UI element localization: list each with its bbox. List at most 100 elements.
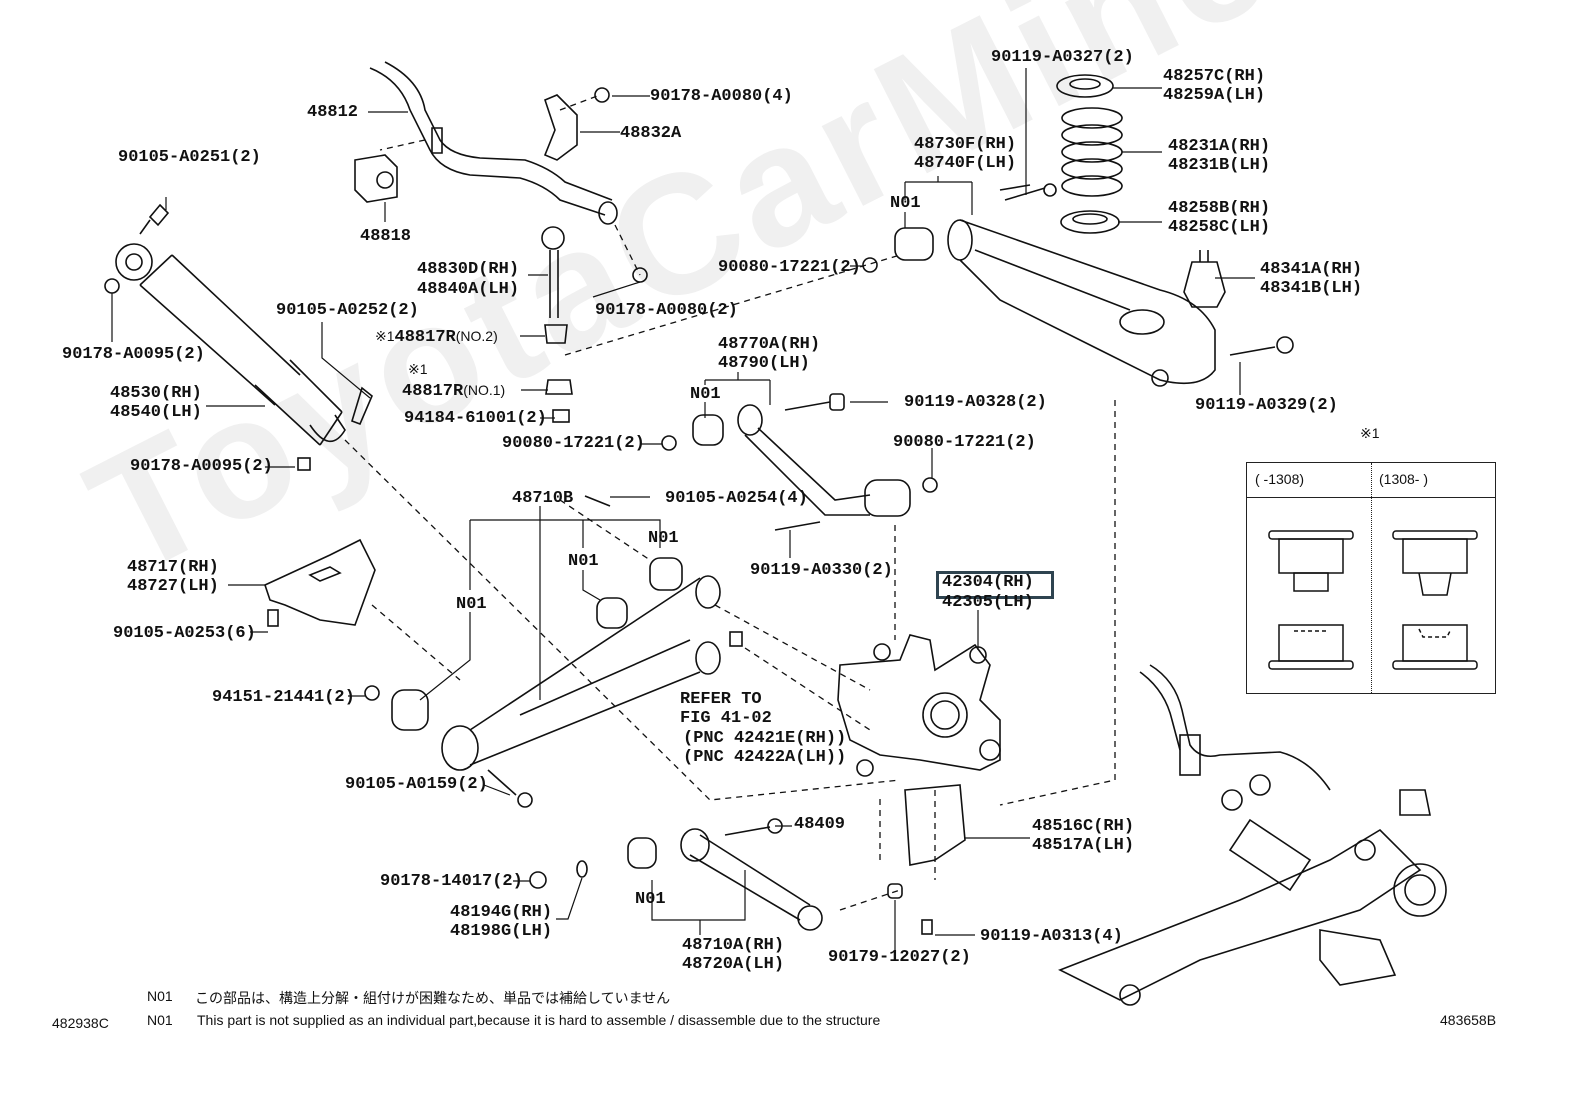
part-label-48727[interactable]: 48727(LH) bbox=[127, 577, 219, 596]
part-label-48710B[interactable]: 48710B bbox=[512, 489, 574, 508]
part-label-48231A[interactable]: 48231A(RH) bbox=[1168, 137, 1271, 156]
part-label-42305[interactable]: 42305(LH) bbox=[942, 593, 1034, 612]
note-en-text: This part is not supplied as an individu… bbox=[197, 1012, 881, 1028]
part-label-48818[interactable]: 48818 bbox=[360, 227, 412, 246]
bushing-old-lower bbox=[1268, 624, 1354, 670]
part-label-90080-17221-mid[interactable]: 90080-17221(2) bbox=[502, 434, 645, 453]
part-label-90119-A0329[interactable]: 90119-A0329(2) bbox=[1195, 396, 1338, 415]
assembly-guide-lines bbox=[344, 94, 1116, 911]
inset-column-divider bbox=[1371, 463, 1372, 693]
part-label-48194G[interactable]: 48194G(RH) bbox=[450, 903, 553, 922]
knuckle-drawing bbox=[837, 634, 1001, 777]
part-label-48258B[interactable]: 48258B(RH) bbox=[1168, 199, 1271, 218]
bushing-new-lower bbox=[1392, 624, 1478, 670]
stabilizer-bar-drawing bbox=[354, 61, 648, 423]
part-variant: (NO.2) bbox=[455, 328, 498, 344]
part-label-90119-A0330[interactable]: 90119-A0330(2) bbox=[750, 561, 893, 580]
part-label-90080-17221-upper[interactable]: 90080-17221(2) bbox=[718, 258, 861, 277]
part-label-48840A[interactable]: 48840A(LH) bbox=[417, 280, 520, 299]
n01-label-lower-link: N01 bbox=[635, 890, 666, 909]
lower-link-drawing bbox=[529, 784, 966, 935]
part-number: 48817R bbox=[402, 382, 464, 401]
part-label-48341B[interactable]: 48341B(LH) bbox=[1260, 279, 1363, 298]
n01-label-b: N01 bbox=[568, 552, 599, 571]
part-label-48790[interactable]: 48790(LH) bbox=[718, 354, 810, 373]
coil-spring-drawing bbox=[1004, 74, 1226, 308]
leader-lines bbox=[111, 68, 1255, 950]
part-label-48341A[interactable]: 48341A(RH) bbox=[1260, 260, 1363, 279]
bushing-new-upper bbox=[1392, 530, 1478, 596]
part-label-90105-A0254[interactable]: 90105-A0254(4) bbox=[665, 489, 808, 508]
part-label-48540[interactable]: 48540(LH) bbox=[110, 403, 202, 422]
shock-absorber-drawing bbox=[104, 203, 373, 471]
part-label-48830D[interactable]: 48830D(RH) bbox=[417, 260, 520, 279]
part-label-90179-12027[interactable]: 90179-12027(2) bbox=[828, 948, 971, 967]
part-label-48516C[interactable]: 48516C(RH) bbox=[1032, 817, 1135, 836]
part-label-48409[interactable]: 48409 bbox=[794, 815, 846, 834]
part-label-48517A[interactable]: 48517A(LH) bbox=[1032, 836, 1135, 855]
part-label-90105-A0159[interactable]: 90105-A0159(2) bbox=[345, 775, 488, 794]
bracket-drawing bbox=[264, 538, 376, 627]
part-label-90178-A0095-lower[interactable]: 90178-A0095(2) bbox=[130, 457, 273, 476]
part-label-48832A[interactable]: 48832A bbox=[620, 124, 682, 143]
upper-arm-drawing bbox=[661, 393, 938, 531]
part-label-48530[interactable]: 48530(RH) bbox=[110, 384, 202, 403]
part-label-90080-17221-right[interactable]: 90080-17221(2) bbox=[893, 433, 1036, 452]
refer-note-line-3[interactable]: (PNC 42421E(RH)) bbox=[683, 729, 847, 748]
part-label-90178-A0095-upper[interactable]: 90178-A0095(2) bbox=[62, 345, 205, 364]
assembled-view-drawing bbox=[1058, 664, 1447, 1006]
highlight-box bbox=[936, 571, 1054, 599]
part-label-90178-A0080-4[interactable]: 90178-A0080(4) bbox=[650, 87, 793, 106]
refer-note-line-4[interactable]: (PNC 42422A(LH)) bbox=[683, 748, 847, 767]
part-label-48258C[interactable]: 48258C(LH) bbox=[1168, 218, 1271, 237]
figure-code-right: 483658B bbox=[1440, 1012, 1497, 1028]
part-label-48259A[interactable]: 48259A(LH) bbox=[1163, 86, 1266, 105]
part-label-48257C[interactable]: 48257C(RH) bbox=[1163, 67, 1266, 86]
lower-arm-drawing bbox=[364, 495, 743, 808]
inset-footnote-mark: ※1 bbox=[1360, 425, 1380, 441]
inset-col1-header: ( -1308) bbox=[1255, 471, 1305, 487]
part-label-90119-A0328[interactable]: 90119-A0328(2) bbox=[904, 393, 1047, 412]
part-label-90105-A0252[interactable]: 90105-A0252(2) bbox=[276, 301, 419, 320]
inset-col2-header: (1308- ) bbox=[1379, 471, 1429, 487]
part-label-90178-A0080-2[interactable]: 90178-A0080(2) bbox=[595, 301, 738, 320]
note-jp-text: この部品は、構造上分解・組付けが困難なため、単品では補給していません bbox=[195, 990, 671, 1006]
part-label-48812[interactable]: 48812 bbox=[307, 103, 359, 122]
part-label-48817R-no1[interactable]: 48817R(NO.1) bbox=[402, 381, 505, 401]
note-jp-code: N01 bbox=[147, 988, 173, 1004]
part-label-90119-A0313[interactable]: 90119-A0313(4) bbox=[980, 927, 1123, 946]
figure-code-left: 482938C bbox=[52, 1015, 109, 1031]
n01-label-upper-arm: N01 bbox=[690, 385, 721, 404]
part-label-90105-A0253[interactable]: 90105-A0253(6) bbox=[113, 624, 256, 643]
part-label-48817R-no2[interactable]: ※148817R(NO.2) bbox=[375, 327, 498, 347]
part-label-48740F[interactable]: 48740F(LH) bbox=[914, 154, 1017, 173]
part-label-90105-A0251[interactable]: 90105-A0251(2) bbox=[118, 148, 261, 167]
refer-note-line-1: REFER TO bbox=[680, 690, 762, 709]
part-label-42304[interactable]: 42304(RH) bbox=[942, 573, 1034, 592]
bushing-drawings bbox=[1268, 530, 1478, 670]
part-label-48770A[interactable]: 48770A(RH) bbox=[718, 335, 821, 354]
part-label-94151-21441[interactable]: 94151-21441(2) bbox=[212, 688, 355, 707]
part-label-90119-A0327[interactable]: 90119-A0327(2) bbox=[991, 48, 1134, 67]
part-label-48231B[interactable]: 48231B(LH) bbox=[1168, 156, 1271, 175]
part-label-48730F[interactable]: 48730F(RH) bbox=[914, 135, 1017, 154]
part-label-48717[interactable]: 48717(RH) bbox=[127, 558, 219, 577]
part-variant: (NO.1) bbox=[463, 382, 506, 398]
bushing-old-upper bbox=[1268, 530, 1354, 592]
part-label-48720A[interactable]: 48720A(LH) bbox=[682, 955, 785, 974]
refer-note-line-2[interactable]: FIG 41-02 bbox=[680, 709, 772, 728]
note-en-code: N01 bbox=[147, 1012, 173, 1028]
n01-label-trailing-arm: N01 bbox=[890, 194, 921, 213]
part-number: 48817R bbox=[394, 328, 456, 347]
part-label-94184-61001[interactable]: 94184-61001(2) bbox=[404, 409, 547, 428]
n01-label-a: N01 bbox=[648, 529, 679, 548]
trailing-arm-drawing bbox=[862, 184, 1294, 387]
bushing-variant-inset: ( -1308) (1308- ) bbox=[1246, 462, 1496, 694]
part-label-90178-14017[interactable]: 90178-14017(2) bbox=[380, 872, 523, 891]
part-label-48198G[interactable]: 48198G(LH) bbox=[450, 922, 553, 941]
part-label-48710A[interactable]: 48710A(RH) bbox=[682, 936, 785, 955]
footnote-mark: ※1 bbox=[375, 328, 395, 344]
n01-label-c: N01 bbox=[456, 595, 487, 614]
